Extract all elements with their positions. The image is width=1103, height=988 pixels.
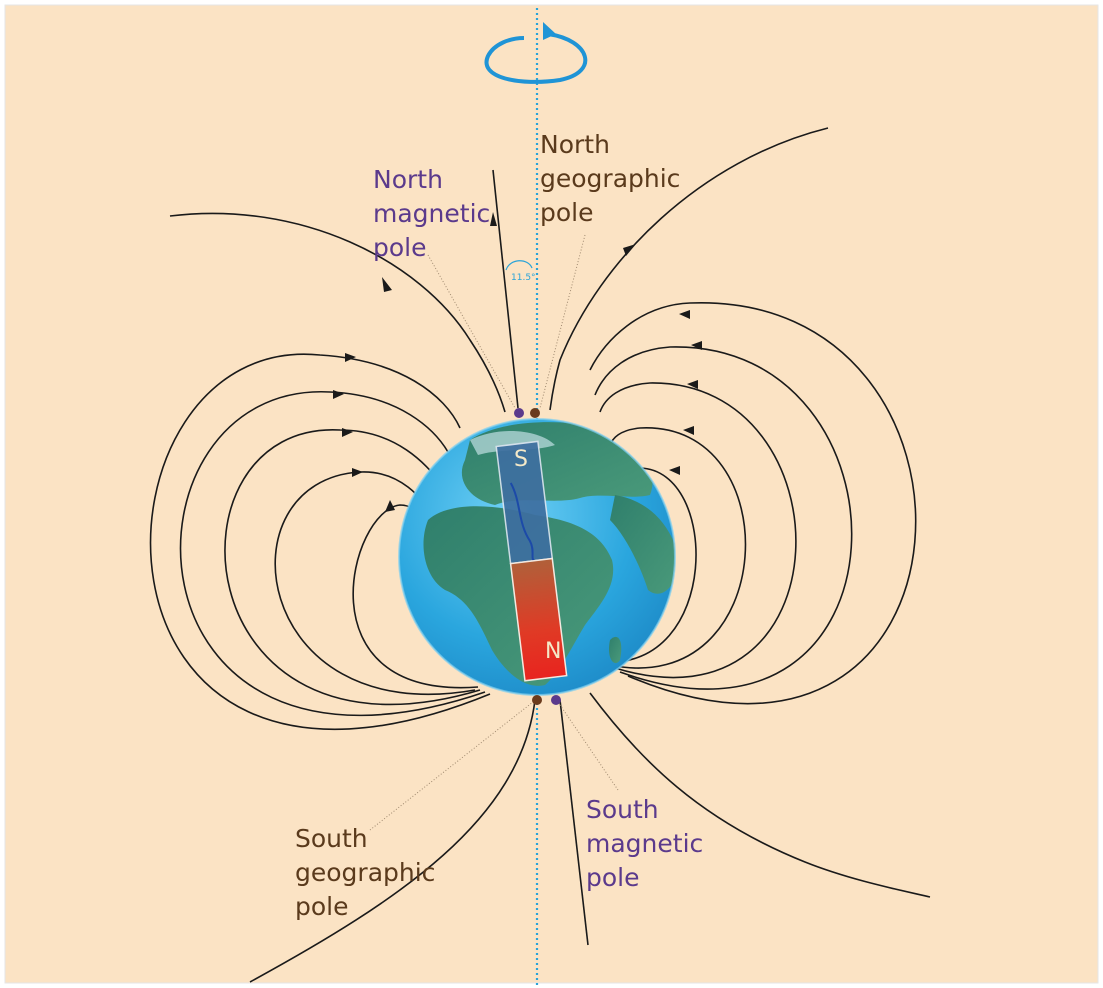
south-magnetic-pole-dot (551, 695, 561, 705)
north-geographic-pole-dot (530, 408, 540, 418)
field-line (549, 127, 829, 411)
label-line: South (586, 795, 659, 824)
tilt-angle-label: 11.5° (511, 273, 536, 283)
magnet-south-letter: S (514, 447, 528, 472)
label-line: pole (295, 892, 349, 921)
magnet-north-half (509, 557, 568, 682)
tilt-angle-arc (505, 260, 533, 271)
magnet-north-letter: N (545, 639, 562, 664)
field-lines-right (549, 127, 931, 946)
arrowhead (382, 277, 392, 292)
field-line (179, 391, 486, 717)
field-line (492, 169, 519, 409)
field-line (589, 302, 917, 705)
label-line: North (540, 130, 610, 159)
south-geographic-pole-label: South geographic pole (295, 822, 435, 924)
field-arrowheads (333, 212, 702, 512)
field-line (169, 212, 506, 413)
bar-magnet (495, 440, 568, 682)
south-geographic-pole-dot (532, 695, 542, 705)
north-magnetic-pole-label: North magnetic pole (373, 163, 490, 265)
field-line (149, 353, 491, 731)
field-line (559, 699, 589, 946)
field-line (224, 429, 481, 706)
label-line: South (295, 824, 368, 853)
field-line (609, 427, 747, 669)
field-line (274, 471, 476, 696)
arrowhead (342, 428, 353, 437)
field-line (589, 692, 931, 898)
south-magnetic-pole-label: South magnetic pole (586, 793, 703, 895)
field-line (594, 346, 853, 690)
arrowhead (691, 341, 702, 350)
field-line (249, 699, 536, 983)
arrowhead (683, 426, 694, 435)
label-line: magnetic (586, 829, 704, 858)
label-line: magnetic (373, 199, 491, 228)
arrowhead (490, 212, 497, 226)
arrowhead (669, 466, 680, 475)
arrowhead (623, 244, 636, 256)
arrowhead (687, 380, 698, 389)
landmass-asia (610, 495, 675, 594)
label-line: geographic (295, 858, 436, 887)
label-line: pole (373, 233, 427, 262)
label-line: geographic (540, 164, 681, 193)
arrowhead (679, 310, 690, 319)
arrowhead (352, 468, 363, 477)
label-line: North (373, 165, 443, 194)
arrowhead (385, 500, 395, 512)
label-line: pole (586, 863, 640, 892)
field-line (599, 382, 797, 679)
label-line: pole (540, 198, 594, 227)
north-geographic-pole-label: North geographic pole (540, 128, 680, 230)
rotation-arrow-icon (484, 22, 588, 84)
landmass-madagascar (609, 636, 622, 664)
north-magnetic-pole-dot (514, 408, 524, 418)
arrowhead (345, 353, 356, 362)
arrowhead (333, 390, 344, 399)
